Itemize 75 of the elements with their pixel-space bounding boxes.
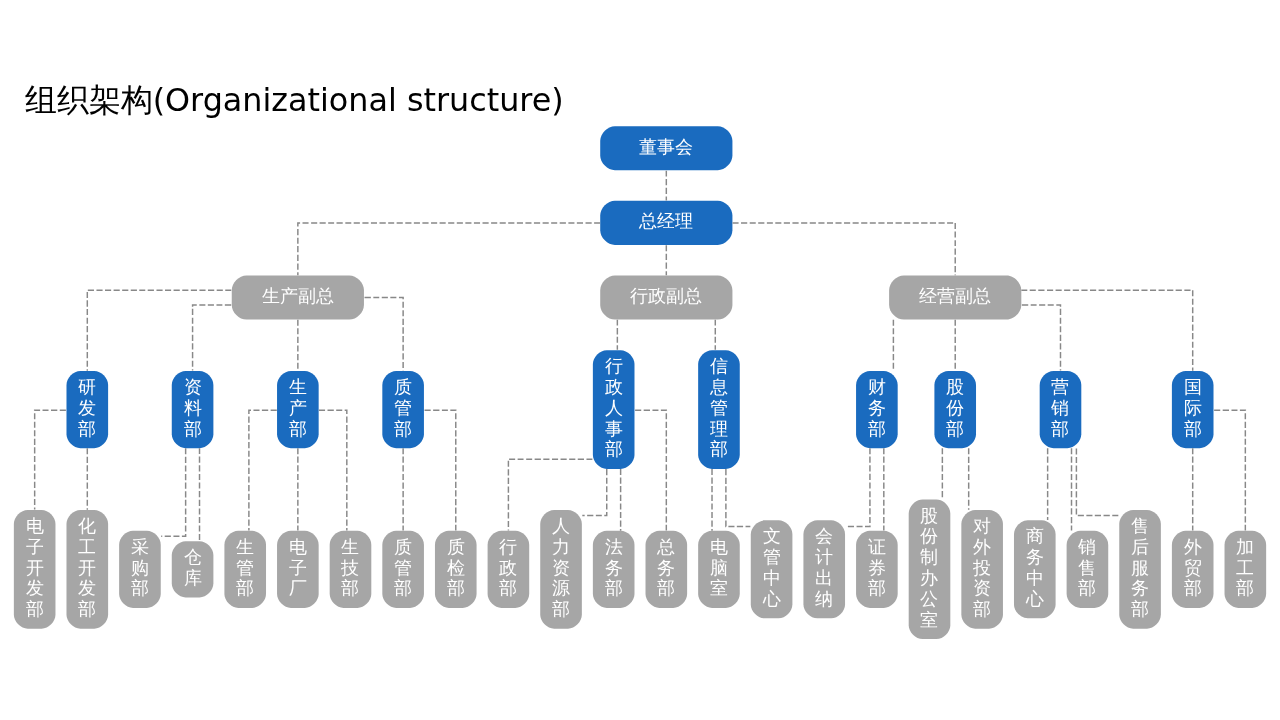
connector bbox=[1191, 447, 1194, 532]
connector bbox=[1020, 289, 1194, 372]
node-box: 股份部 bbox=[934, 371, 977, 449]
node-box: 研发部 bbox=[66, 371, 109, 449]
node-box: 外贸部 bbox=[1171, 530, 1214, 608]
node-box: 商务中心 bbox=[1013, 520, 1056, 619]
connector bbox=[967, 447, 970, 511]
connector bbox=[883, 447, 885, 532]
node-box: 化工开发部 bbox=[66, 509, 109, 629]
connector bbox=[86, 289, 232, 372]
connector bbox=[160, 447, 187, 537]
node-box: 经营副总 bbox=[889, 275, 1022, 320]
connector bbox=[581, 468, 608, 517]
connector bbox=[954, 318, 956, 372]
connector bbox=[714, 318, 716, 351]
connector bbox=[1075, 447, 1120, 517]
connector bbox=[892, 318, 895, 372]
diagram-title: 组织架构(Organizational structure) bbox=[24, 81, 564, 120]
connector bbox=[507, 458, 594, 532]
node-box: 行政部 bbox=[487, 530, 530, 608]
connector bbox=[33, 409, 67, 511]
connector bbox=[198, 447, 201, 542]
node-box: 法务部 bbox=[592, 530, 635, 608]
connector bbox=[423, 409, 457, 532]
node-box: 对外投资部 bbox=[961, 509, 1003, 629]
node-box: 生产部 bbox=[277, 371, 319, 449]
node-box: 资料部 bbox=[171, 371, 214, 449]
node-box: 总务部 bbox=[645, 530, 688, 608]
node-box: 生管部 bbox=[224, 530, 267, 608]
connector bbox=[616, 318, 619, 351]
connector bbox=[297, 447, 299, 532]
node-box: 财务部 bbox=[856, 371, 898, 449]
connector bbox=[86, 447, 89, 511]
node-box: 人力资源部 bbox=[540, 509, 582, 629]
node-box: 证券部 bbox=[856, 530, 898, 608]
node-box: 采购部 bbox=[119, 530, 161, 608]
node-box: 售后服务部 bbox=[1119, 509, 1161, 629]
connector bbox=[297, 222, 601, 276]
node-box: 电子厂 bbox=[277, 530, 319, 608]
node-box: 董事会 bbox=[600, 126, 733, 171]
node-box: 质检部 bbox=[434, 530, 477, 608]
connector bbox=[634, 409, 668, 532]
node-box: 信息管理部 bbox=[698, 350, 740, 469]
node-box: 总经理 bbox=[600, 200, 733, 245]
connector bbox=[619, 468, 622, 532]
node-box: 生技部 bbox=[329, 530, 372, 608]
connector bbox=[711, 468, 713, 532]
connector bbox=[1213, 409, 1247, 532]
node-box: 质管部 bbox=[382, 530, 424, 608]
connector bbox=[725, 468, 752, 528]
connector bbox=[363, 296, 404, 372]
node-box: 质管部 bbox=[382, 371, 424, 449]
node-box: 生产副总 bbox=[231, 275, 364, 320]
node-box: 加工部 bbox=[1224, 530, 1267, 608]
node-box: 文管中心 bbox=[750, 520, 793, 619]
connector bbox=[402, 447, 404, 532]
connector bbox=[665, 169, 668, 202]
node-box: 营销部 bbox=[1039, 371, 1082, 449]
connector bbox=[297, 318, 299, 372]
node-box: 电脑室 bbox=[698, 530, 740, 608]
node-box: 仓库 bbox=[171, 541, 214, 598]
node-box: 行政人事部 bbox=[592, 350, 635, 469]
node-box: 股份制办公室 bbox=[908, 499, 951, 640]
connector bbox=[1046, 447, 1049, 521]
connector bbox=[1070, 447, 1073, 532]
node-box: 电子开发部 bbox=[13, 509, 56, 629]
connector bbox=[665, 244, 668, 276]
connector bbox=[1021, 304, 1062, 372]
node-box: 会计出纳 bbox=[803, 520, 846, 619]
connector bbox=[248, 409, 278, 532]
node-box: 国际部 bbox=[1171, 371, 1214, 449]
node-box: 行政副总 bbox=[600, 275, 733, 320]
connector bbox=[318, 409, 348, 532]
node-box: 销售部 bbox=[1066, 530, 1109, 608]
connector bbox=[191, 304, 232, 372]
